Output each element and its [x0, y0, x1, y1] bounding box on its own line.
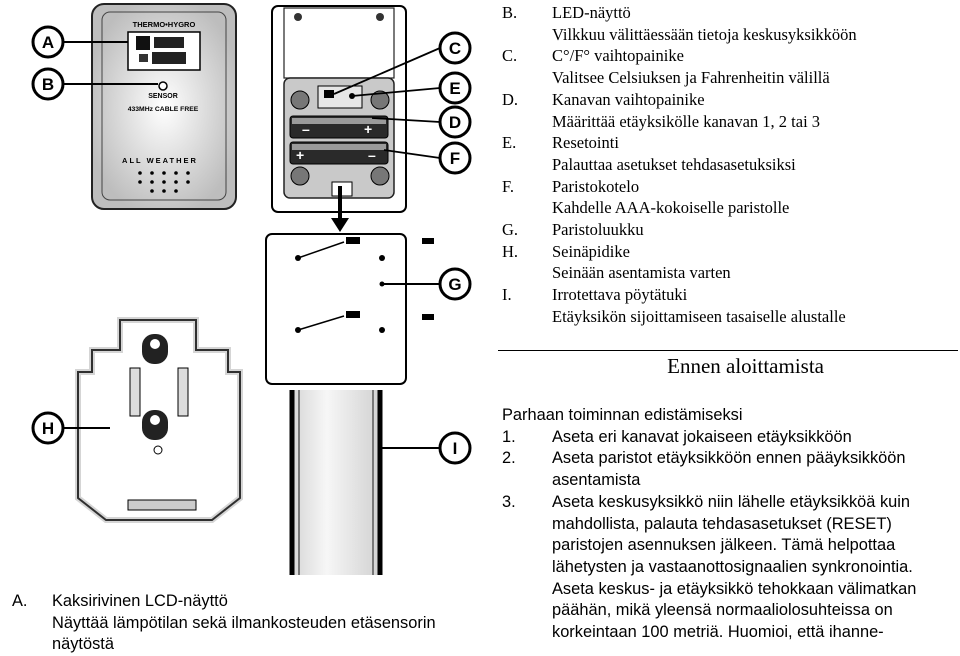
section-body: Parhaan toiminnan edistämiseksi 1.Aseta … — [502, 405, 958, 644]
parts-item-d: D.Kanavan vaihtopainike — [502, 89, 705, 109]
svg-text:E: E — [449, 79, 460, 98]
wall-bracket-view — [75, 317, 243, 523]
parts-item-h-desc: Seinään asentamista varten — [552, 263, 731, 283]
sensor-front-view: THERMO•HYGRO SENSOR 433MHz CABLE FREE AL… — [91, 3, 237, 210]
parts-item-e: E.Resetointi — [502, 133, 619, 153]
parts-item-d-desc: Määrittää etäyksikölle kanavan 1, 2 tai … — [552, 111, 821, 131]
svg-text:C: C — [449, 39, 461, 58]
parts-item-g: G.Paristoluukku — [502, 220, 644, 240]
callout-d: D — [438, 105, 472, 139]
parts-list: B.LED-näyttö Vilkkuu välittäessään tieto… — [502, 2, 958, 328]
callout-h: H — [31, 411, 65, 445]
led-indicator — [158, 81, 168, 91]
device-brand-text: ALL WEATHER — [122, 156, 198, 165]
svg-text:+: + — [364, 121, 372, 137]
item-a-line-2: näytöstä — [52, 635, 114, 653]
device-top-text: THERMO•HYGRO — [133, 20, 196, 29]
callout-f: F — [438, 141, 472, 175]
item-a-description: A.Kaksirivinen LCD-näyttö Näyttää lämpöt… — [12, 591, 492, 656]
svg-text:–: – — [302, 121, 310, 137]
callout-g: G — [438, 267, 472, 301]
device-rf-text: 433MHz CABLE FREE — [128, 106, 199, 113]
section-divider — [498, 350, 958, 351]
step-2-line-2: asentamista — [552, 471, 641, 490]
callout-b: B — [31, 67, 65, 101]
parts-item-i: I.Irrotettava pöytätuki — [502, 285, 688, 305]
step-3-line-3: paristojen asennuksen jälkeen. Tämä help… — [552, 536, 896, 555]
step-1: 1.Aseta eri kanavat jokaiseen etäyksikkö… — [502, 427, 852, 446]
svg-text:F: F — [450, 149, 460, 168]
step-3-line-5: Aseta keskus- ja etäyksikkö tehokkaan vä… — [552, 579, 917, 598]
parts-item-c-desc: Valitsee Celsiuksen ja Fahrenheitin väli… — [552, 68, 830, 88]
section-intro: Parhaan toiminnan edistämiseksi — [502, 406, 743, 424]
device-sensor-text: SENSOR — [148, 93, 178, 100]
callout-e: E — [438, 71, 472, 105]
svg-text:–: – — [368, 147, 376, 163]
battery-door-view — [265, 233, 434, 385]
item-a-title-row: A.Kaksirivinen LCD-näyttö — [12, 592, 228, 610]
step-3-line-6: päähän, mikä yleensä normaaliolosuhteiss… — [552, 601, 893, 620]
table-stand-view — [289, 390, 383, 575]
callout-a: A — [31, 25, 65, 59]
step-2: 2.Aseta paristot etäyksikköön ennen pääy… — [502, 449, 906, 468]
parts-item-i-desc: Etäyksikön sijoittamiseen tasaiselle alu… — [552, 306, 846, 326]
callout-c: C — [438, 31, 472, 65]
section-heading: Ennen aloittamista — [667, 354, 824, 378]
parts-item-h: H.Seinäpidike — [502, 241, 630, 261]
device-illustration: THERMO•HYGRO SENSOR 433MHz CABLE FREE AL… — [31, 3, 472, 575]
step-3-line-2: mahdollista, palauta tehdasasetukset (RE… — [552, 514, 892, 533]
svg-text:H: H — [42, 419, 54, 438]
svg-text:G: G — [448, 275, 461, 294]
svg-text:B: B — [42, 75, 54, 94]
step-3: 3.Aseta keskusyksikkö niin lähelle etäyk… — [502, 492, 911, 511]
svg-text:I: I — [453, 439, 458, 458]
sensor-back-view: – + + – — [271, 5, 407, 213]
parts-item-b: B.LED-näyttö — [502, 3, 631, 22]
item-a-line-1: Näyttää lämpötilan sekä ilmankosteuden e… — [52, 613, 436, 632]
callout-i: I — [438, 431, 472, 465]
parts-item-b-desc: Vilkkuu välittäessään tietoja keskusyksi… — [552, 24, 857, 44]
parts-item-e-desc: Palauttaa asetukset tehdasasetuksiksi — [552, 154, 796, 174]
svg-text:D: D — [449, 113, 461, 132]
parts-item-f-desc: Kahdelle AAA-kokoiselle paristolle — [552, 198, 790, 218]
svg-text:A: A — [42, 33, 54, 52]
parts-item-f: F.Paristokotelo — [502, 176, 640, 196]
svg-text:+: + — [296, 147, 304, 163]
parts-item-c: C.C°/F° vaihtopainike — [502, 46, 684, 66]
step-3-line-4: lähetysten ja vastaanottosignaalien synk… — [552, 557, 913, 576]
step-3-line-7: korkeintaan 100 metriä. Huomioi, että ih… — [552, 623, 884, 642]
